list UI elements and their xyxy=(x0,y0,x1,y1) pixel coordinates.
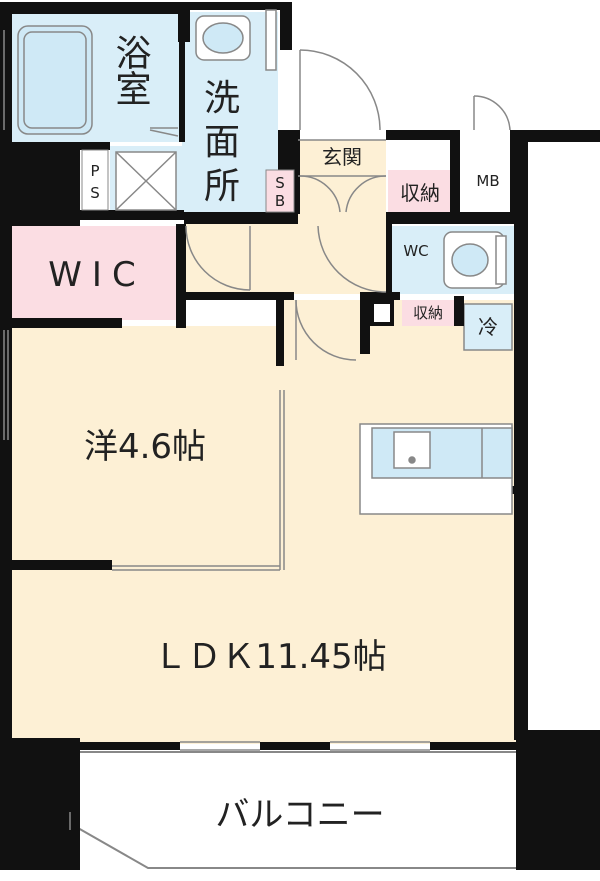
post-box xyxy=(370,300,394,326)
mb-label: MB xyxy=(476,172,499,190)
entrance-label: 玄関 xyxy=(322,145,362,169)
entrance-floor xyxy=(298,140,386,226)
thin-lines xyxy=(3,9,513,830)
ldk-floor-lower xyxy=(12,566,518,744)
storage-toilet-floor xyxy=(402,300,454,326)
western-room-floor xyxy=(12,326,280,566)
washroom-label-1: 洗 xyxy=(204,78,240,119)
washroom-label-2: 面 xyxy=(204,122,240,163)
mb-floor xyxy=(458,146,518,212)
fridge-label: 冷 xyxy=(478,315,498,339)
fridge-floor xyxy=(463,303,513,351)
storage-toilet-label: 収納 xyxy=(413,304,443,322)
ps-label-1: P xyxy=(90,162,99,180)
bath-label: 浴室 xyxy=(110,34,151,106)
storage-entrance-floor xyxy=(388,170,452,212)
ps-box xyxy=(81,149,109,211)
sb-label-2: B xyxy=(275,192,285,210)
wc-label: WC xyxy=(403,242,428,260)
sb-box xyxy=(265,169,295,213)
ldk-label: ＬＤＫ11.45帖 xyxy=(153,637,386,677)
hallway-floor xyxy=(184,224,389,294)
washroom-label-3: 所 xyxy=(204,166,240,207)
wic-label: WIC xyxy=(48,255,145,295)
western-room-label: 洋4.6帖 xyxy=(84,427,206,467)
balcony-label: バルコニー xyxy=(215,795,384,835)
wic-floor xyxy=(12,226,182,320)
storage-entrance-label: 収納 xyxy=(400,181,440,205)
sb-label-1: S xyxy=(275,174,285,192)
ps-label-2: S xyxy=(90,184,100,202)
